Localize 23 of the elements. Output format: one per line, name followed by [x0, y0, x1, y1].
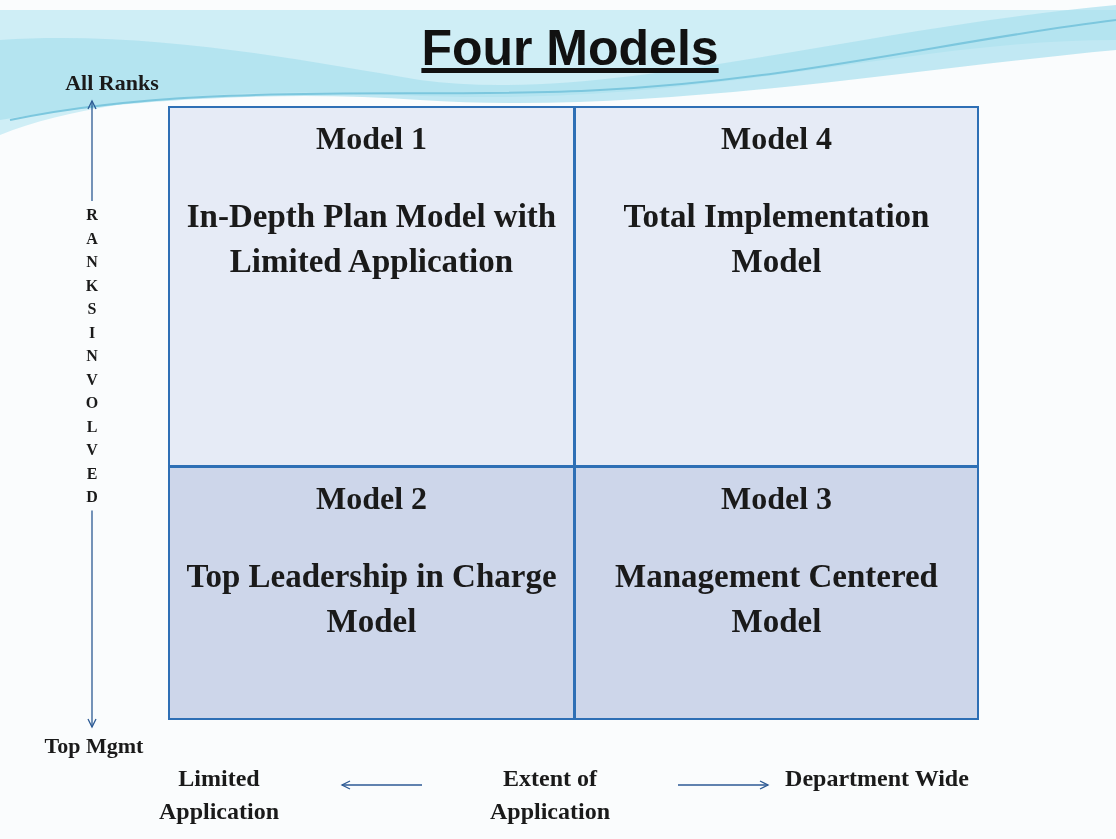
axis-label: Department Wide [782, 762, 972, 795]
arrow [87, 100, 97, 202]
model-heading: Model 4 [720, 119, 833, 158]
axis-label: Extent of Application [462, 762, 638, 828]
quadrant-cell [168, 106, 575, 467]
quadrant-cell [168, 466, 575, 720]
axis-label: Limited Application [132, 762, 306, 828]
axis-label: Top Mgmt [22, 729, 166, 762]
arrow [341, 780, 423, 790]
arrow [677, 780, 769, 790]
model-description: In-Depth Plan Model with Limited Application [185, 197, 558, 281]
model-heading: Model 3 [720, 479, 833, 518]
model-description: Management Centered Model [614, 557, 939, 641]
model-heading: Model 2 [315, 479, 428, 518]
quadrant-cell [574, 466, 979, 720]
model-description: Total Implementation Model [622, 197, 931, 281]
quadrant-cell [574, 106, 979, 467]
axis-title: RANKS INVOLVED [84, 203, 100, 509]
arrow [87, 509, 97, 728]
axis-label: All Ranks [44, 66, 180, 99]
title: Four Models [420, 19, 720, 78]
model-description: Top Leadership in Charge Model [185, 557, 558, 641]
model-heading: Model 1 [315, 119, 428, 158]
